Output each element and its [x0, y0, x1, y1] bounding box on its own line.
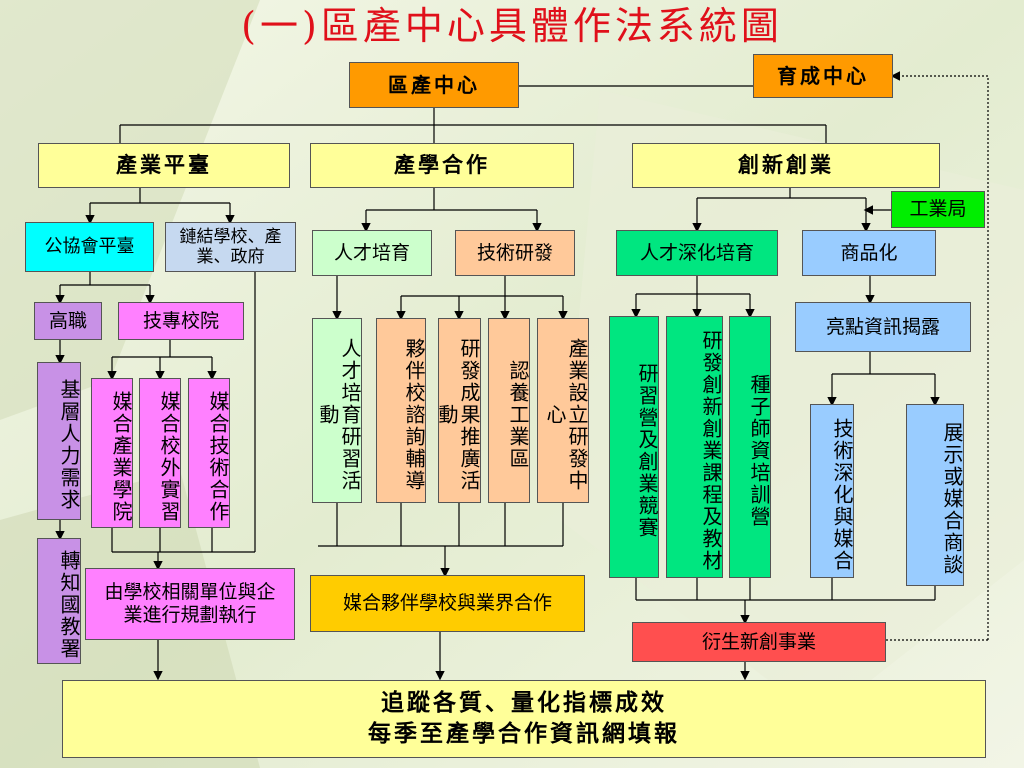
deep-talent-node: 人才深化培育: [616, 230, 778, 276]
match-tech-node: 媒合技術合作: [188, 378, 230, 528]
course-node: 研發創新創業課程及教材: [666, 316, 723, 578]
public-platform-node: 公協會平臺: [25, 222, 154, 272]
derived-node: 衍生新創事業: [632, 622, 886, 662]
commercial-node: 商品化: [802, 230, 936, 276]
rnd-center-node: 產業設立研發中心: [537, 318, 589, 503]
page-title: (一)區產中心具體作法系統圖: [241, 4, 783, 48]
summary-line-1: 追蹤各質、量化指標成效: [381, 689, 667, 716]
moe-node: 轉知國教署: [37, 538, 81, 664]
talent-activity-node: 人才培育研習活動: [312, 318, 362, 503]
coop-node: 產學合作: [310, 143, 574, 188]
center-node: 區產中心: [349, 62, 519, 108]
match-intern-node: 媒合校外實習: [139, 378, 181, 528]
promote-node: 研發成果推廣活動: [435, 318, 481, 503]
school-plan-node: 由學校相關單位與企業進行規劃執行: [85, 568, 295, 640]
camp-node: 研習營及創業競賽: [609, 316, 659, 578]
match-partner-node: 媒合夥伴學校與業界合作: [310, 575, 585, 632]
industry-platform-node: 產業平臺: [38, 143, 290, 188]
rnd-node: 技術研發: [455, 230, 575, 276]
link-node: 鏈結學校、產業、政府: [165, 222, 296, 272]
seed-node: 種子師資培訓營: [729, 316, 771, 578]
highlight-node: 亮點資訊揭露: [795, 302, 971, 352]
talent-node: 人才培育: [312, 230, 432, 276]
colleges-node: 技專校院: [118, 302, 244, 340]
incubator-node: 育成中心: [753, 54, 893, 98]
expo-node: 展示或媒合商談: [906, 404, 964, 586]
vocational-node: 高職: [34, 302, 102, 340]
partner-consult-node: 夥伴校諮詢輔導: [376, 318, 426, 503]
match-college-node: 媒合產業學院: [91, 378, 133, 528]
innovation-node: 創新創業: [632, 143, 940, 188]
tech-match-node: 技術深化與媒合: [810, 404, 854, 578]
bottom-summary: 追蹤各質、量化指標成效 每季至產學合作資訊網填報: [62, 680, 986, 758]
basic-needs-node: 基層人力需求: [37, 362, 81, 520]
summary-line-2: 每季至產學合作資訊網填報: [368, 721, 680, 747]
incubate-zone-node: 認養工業區: [488, 318, 530, 503]
industry-bureau-node: 工業局: [891, 191, 985, 228]
